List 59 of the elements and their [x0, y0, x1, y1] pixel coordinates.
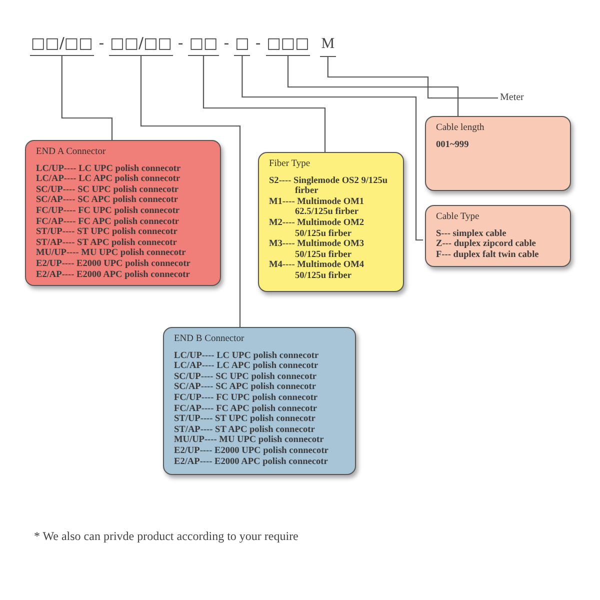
code-description: FC/AP---- FC APC polish connecotr: [36, 216, 180, 228]
code-description: S--- simplex cable: [436, 228, 508, 240]
footnote: * We also can privde product according to your require: [34, 529, 298, 544]
leader-line: [140, 56, 241, 327]
box-heading: Cable Type: [436, 212, 480, 223]
code-description: LC/UP---- LC UPC polish connecotr: [36, 164, 182, 174]
info-box: [25, 140, 221, 286]
box-heading: END A Connector: [36, 147, 107, 158]
separator-dash: -: [255, 34, 261, 52]
code-description: ST/AP---- ST APC polish connecotr: [174, 424, 316, 436]
fill-in-line: □: [234, 34, 250, 56]
separator-dash: -: [178, 34, 184, 52]
info-box: [163, 327, 356, 475]
leader-line: [61, 56, 113, 140]
code-description: MU/UP---- MU UPC polish connecotr: [36, 248, 187, 259]
info-box: [258, 152, 404, 292]
code-description: E2/AP---- E2000 APC polish connecotr: [174, 456, 329, 468]
code-description: MU/UP---- MU UPC polish connecotr: [174, 435, 325, 446]
fill-in-line: □□/□□: [30, 34, 94, 56]
code-description: LC/AP---- LC APC polish connecotr: [174, 361, 320, 372]
code-description: M4---- Multimode OM4 50/125u firber: [269, 260, 366, 282]
code-description: LC/UP---- LC UPC polish connecotr: [174, 350, 320, 362]
info-box: [425, 205, 571, 267]
code-description: E2/UP---- E2000 UPC polish connecotr: [36, 258, 192, 270]
code-description: SC/AP---- SC APC polish connecotr: [36, 195, 180, 206]
fill-in-line: □□: [188, 34, 219, 56]
info-box: [425, 116, 571, 191]
unit-letter: M: [320, 34, 336, 57]
code-description: M3---- Multimode OM3 50/125u firber: [269, 239, 366, 260]
code-description: S2---- Singlemode OS2 9/125u firber: [269, 176, 389, 197]
code-description: FC/AP---- FC APC polish connecotr: [174, 404, 318, 414]
leader-line: [202, 56, 326, 152]
code-description: ST/AP---- ST APC polish connecotr: [36, 238, 178, 248]
fill-in-line: □□/□□: [109, 34, 173, 56]
unit-label: Meter: [500, 92, 524, 103]
box-heading: Fiber Type: [269, 159, 312, 170]
leader-line: [287, 56, 459, 116]
code-description: M2---- Multimode OM2 50/125u firber: [269, 218, 366, 240]
leader-line: [327, 57, 498, 99]
code-description: SC/UP---- SC UPC polish connecotr: [174, 372, 318, 382]
code-description: Z--- duplex zipcord cable: [436, 239, 537, 250]
code-description: F--- duplex falt twin cable: [436, 250, 540, 260]
code-description: LC/AP---- LC APC polish connecotr: [36, 174, 182, 185]
code-description: FC/UP---- FC UPC polish connecotr: [174, 392, 319, 404]
box-heading: END B Connector: [174, 334, 246, 345]
separator-dash: -: [224, 34, 230, 52]
code-description: ST/UP---- ST UPC polish connecotr: [36, 227, 178, 238]
box-heading: Cable length: [436, 123, 486, 134]
separator-dash: -: [98, 34, 104, 52]
code-description: E2/AP---- E2000 APC polish connecotr: [36, 270, 191, 280]
code-description: FC/UP---- FC UPC polish connecotr: [36, 206, 181, 217]
code-description: SC/AP---- SC APC polish connecotr: [174, 382, 318, 393]
code-description: SC/UP---- SC UPC polish connecotr: [36, 184, 180, 196]
code-description: E2/UP---- E2000 UPC polish connecotr: [174, 446, 330, 457]
code-description: ST/UP---- ST UPC polish connecotr: [174, 414, 316, 425]
code-description: 001~999: [436, 140, 470, 150]
fill-in-line: □□□: [266, 34, 310, 56]
leader-line: [242, 56, 423, 241]
code-description: M1---- Multimode OM1 62.5/125u firber: [269, 196, 366, 218]
